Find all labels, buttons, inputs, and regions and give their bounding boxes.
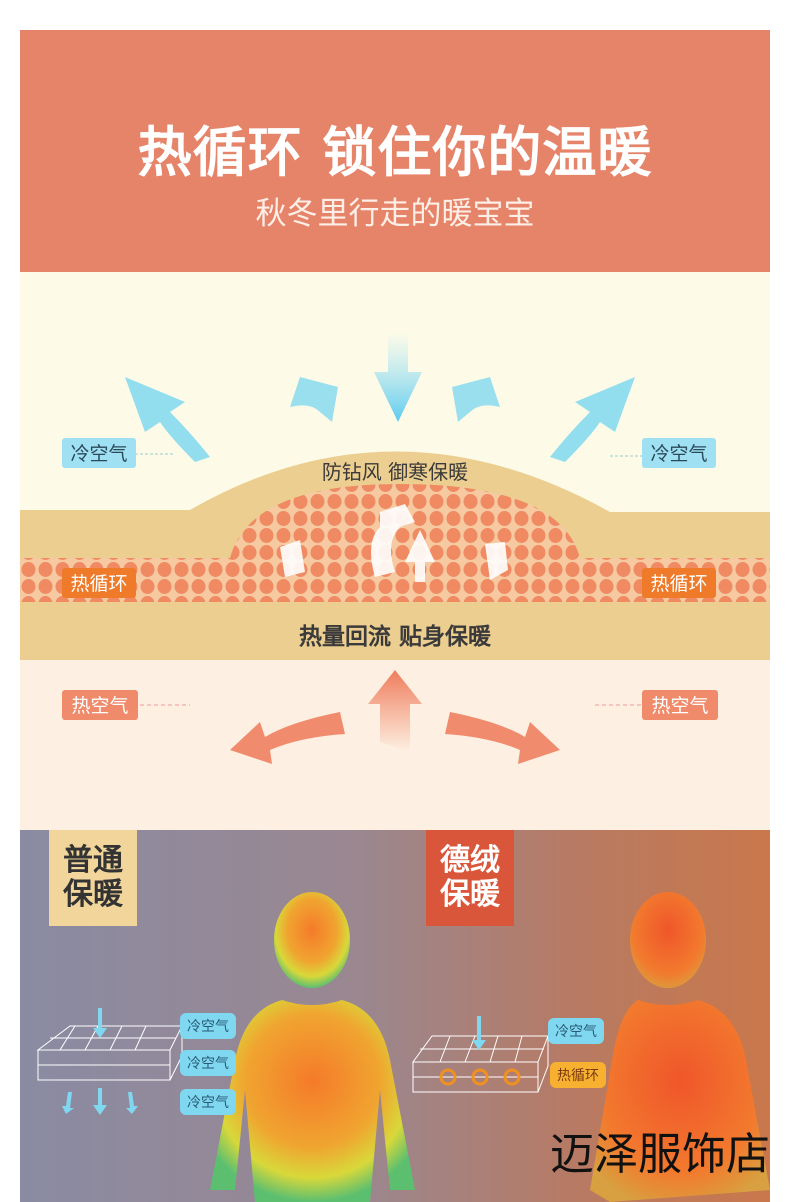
body-figure-velvet [590, 892, 770, 1202]
plain-cold-air-label-2: 冷空气 [180, 1050, 236, 1076]
windproof-label: 防钻风 御寒保暖 [322, 460, 468, 484]
body-figure-plain [210, 892, 415, 1202]
plain-title-line2: 保暖 [63, 877, 123, 912]
hot-air-label-left: 热空气 [71, 695, 128, 717]
cold-air-arrows-small [62, 1008, 138, 1115]
cold-air-label-right: 冷空气 [650, 443, 707, 465]
page-subtitle: 秋冬里行走的暖宝宝 [255, 196, 535, 232]
cold-air-arrows [125, 332, 635, 462]
plain-warmth-tag: 普通 保暖 [49, 830, 137, 926]
page-title: 热循环 锁住你的温暖 [137, 121, 653, 184]
hot-air-label-right: 热空气 [651, 695, 708, 717]
plain-cold-air-label-1: 冷空气 [180, 1013, 236, 1039]
shop-watermark: 迈泽服饰店 [550, 1129, 770, 1180]
velvet-cold-air-label: 冷空气 [548, 1018, 604, 1044]
hot-air-arrows [230, 670, 560, 764]
heat-cycle-label-right: 热循环 [650, 573, 707, 595]
heat-cycle-label-left: 热循环 [70, 573, 127, 595]
cycle-arrows-icon [280, 504, 508, 582]
velvet-title-line2: 保暖 [440, 877, 500, 912]
velvet-fabric-grid-icon [412, 1016, 549, 1093]
heat-cycle-diagram: 冷空气 冷空气 防钻风 御寒保暖 热循环 热循环 热量回流 贴身保暖 热空气 热… [20, 272, 770, 830]
plain-cold-air-label-3: 冷空气 [180, 1089, 236, 1115]
plain-fabric-grid-icon [36, 1025, 183, 1081]
velvet-title-line1: 德绒 [440, 843, 500, 878]
plain-title-line1: 普通 [63, 843, 123, 878]
comparison-section: 普通 保暖 德绒 保暖 [20, 830, 770, 1202]
heat-dots-layer [20, 484, 770, 602]
header-banner: 热循环 锁住你的温暖 秋冬里行走的暖宝宝 [20, 30, 770, 272]
cold-air-label-left: 冷空气 [70, 443, 127, 465]
heat-return-label: 热量回流 贴身保暖 [299, 623, 492, 650]
velvet-warmth-tag: 德绒 保暖 [426, 830, 514, 926]
velvet-heat-cycle-label: 热循环 [550, 1062, 606, 1088]
